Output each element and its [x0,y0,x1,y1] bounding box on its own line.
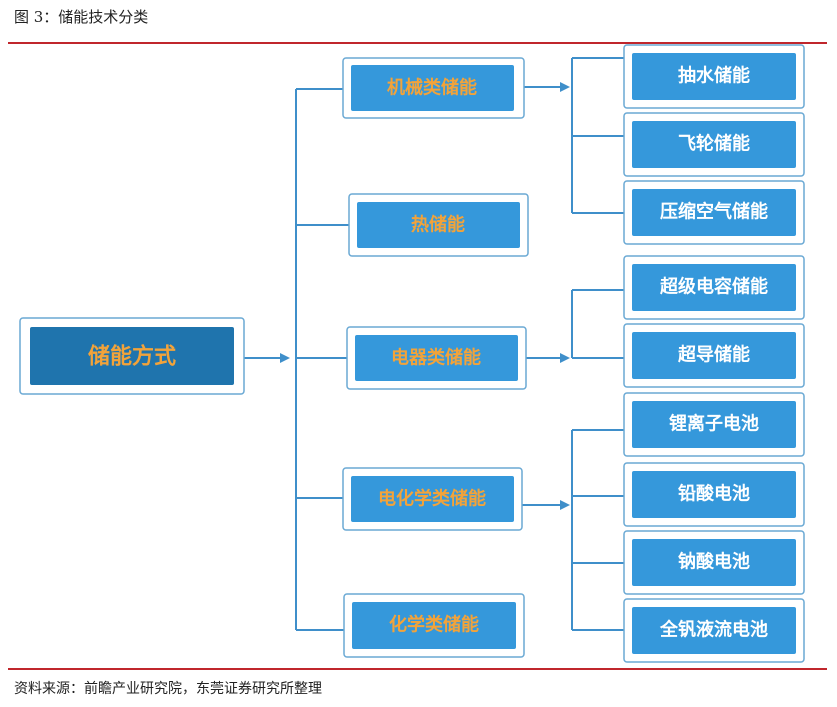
category-label: 机械类储能 [387,77,477,99]
figure-caption: 图 3：储能技术分类 [14,8,149,26]
leaf-label: 飞轮储能 [678,133,750,155]
mech-arrowhead [560,82,570,92]
category-label: 化学类储能 [389,614,479,636]
leaf-node-lead-acid: 铅酸电池 [623,462,805,527]
root-node: 储能方式 [19,317,245,395]
category-node-mechanical: 机械类储能 [342,57,525,119]
category-fill [352,602,516,649]
leaf-fill [632,471,796,518]
leaf-fill [632,332,796,379]
bottom-rule [8,668,827,670]
elec-arrowhead [560,353,570,363]
root-node-label: 储能方式 [88,344,176,370]
root-arrowhead [280,353,290,363]
leaf-fill [632,401,796,448]
category-fill [351,65,514,111]
leaf-fill [632,607,796,654]
leaf-label: 压缩空气储能 [660,201,768,223]
category-fill [357,202,520,248]
leaf-label: 抽水储能 [678,65,750,87]
leaf-label: 超级电容储能 [660,276,768,298]
top-rule [8,42,827,44]
category-fill [351,476,514,522]
category-node-electrochemical: 电化学类储能 [342,467,523,531]
leaf-label: 锂离子电池 [669,413,759,435]
leaf-fill [632,53,796,100]
category-fill [355,335,518,381]
leaf-fill [632,189,796,236]
leaf-node-flywheel: 飞轮储能 [623,112,805,177]
leaf-fill [632,264,796,311]
leaf-fill [632,539,796,586]
leaf-label: 全钒液流电池 [659,619,768,641]
leaf-node-compressed-air: 压缩空气储能 [623,180,805,245]
echem-arrowhead [560,500,570,510]
category-node-chemical: 化学类储能 [343,593,525,658]
leaf-label: 铅酸电池 [678,483,750,505]
leaf-label: 超导储能 [678,344,750,366]
leaf-node-pumped-hydro: 抽水储能 [623,44,805,109]
category-node-thermal: 热储能 [348,193,529,257]
leaf-node-sodium: 钠酸电池 [623,530,805,595]
leaf-fill [632,121,796,168]
leaf-label: 钠酸电池 [678,551,750,573]
category-node-electrical: 电器类储能 [346,326,527,390]
leaf-node-supercapacitor: 超级电容储能 [623,255,805,320]
source-note: 资料来源：前瞻产业研究院，东莞证券研究所整理 [14,681,322,697]
category-label: 电化学类储能 [378,488,486,510]
leaf-node-lithium-ion: 锂离子电池 [623,392,805,457]
leaf-node-vanadium-flow: 全钒液流电池 [623,598,805,663]
category-label: 热储能 [411,214,465,236]
root-node-fill [30,327,234,385]
leaf-node-superconducting: 超导储能 [623,323,805,388]
category-label: 电器类储能 [391,347,481,369]
connectors [244,57,624,631]
